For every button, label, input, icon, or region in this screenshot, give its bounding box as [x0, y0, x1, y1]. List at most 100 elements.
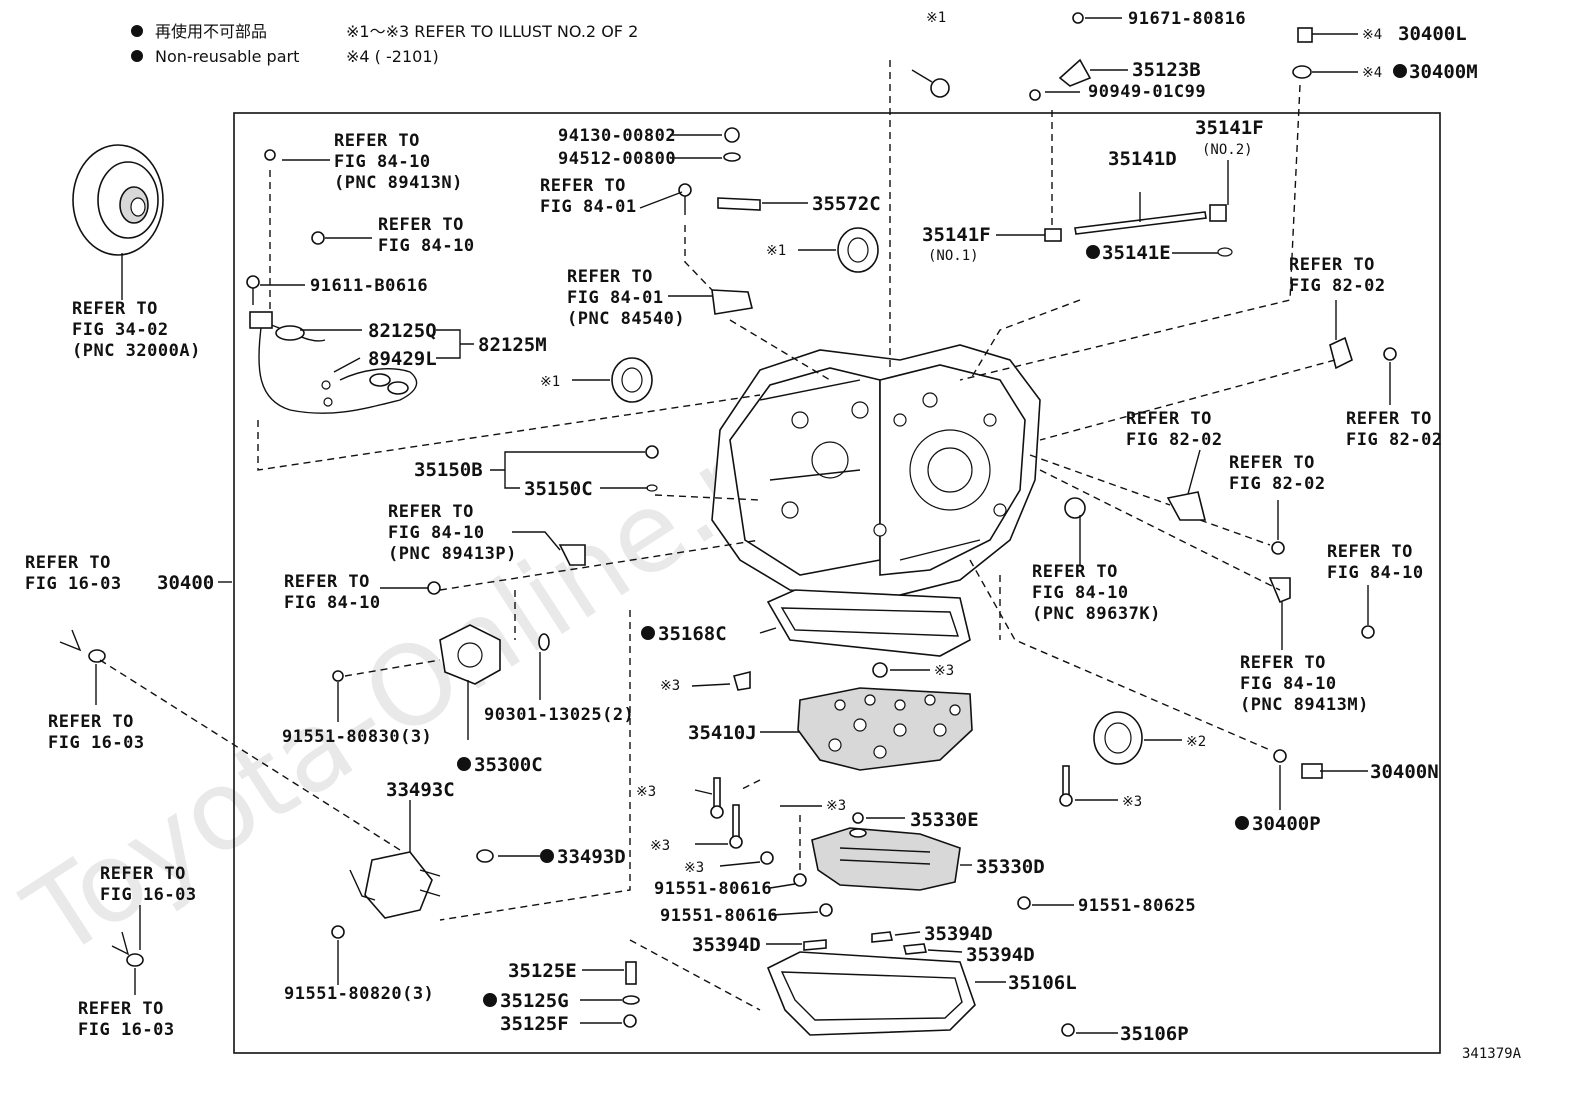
refer-line: FIG 16-03: [78, 1020, 175, 1040]
torque-converter-drawing: [72, 144, 164, 300]
part-label: 91551-80616: [660, 906, 778, 926]
part-label: 30400N: [1370, 761, 1439, 783]
refer-to-fig-84-01-84540[interactable]: REFER TO FIG 84-01 (PNC 84540): [567, 267, 685, 329]
part-label: 30400L: [1398, 23, 1467, 45]
part-note: (NO.2): [1202, 142, 1253, 158]
refer-to-fig-84-10-89413n[interactable]: REFER TO FIG 84-10 (PNC 89413N): [334, 131, 463, 193]
refer-line: REFER TO: [1240, 653, 1326, 673]
oil-seal-drawing: [611, 227, 1143, 765]
part-label: 90949-01C99: [1088, 82, 1206, 102]
part-label: 82125M: [478, 334, 547, 356]
refer-to-fig-82-02[interactable]: REFER TO FIG 82-02: [1126, 409, 1223, 450]
refer-to-fig-84-01[interactable]: REFER TO FIG 84-01: [540, 176, 637, 217]
legend-note-2: ※4 ( -2101): [346, 47, 439, 66]
part-label: 91611-B0616: [310, 276, 428, 296]
refer-to-fig-84-10-89413m[interactable]: REFER TO FIG 84-10 (PNC 89413M): [1240, 653, 1369, 715]
refer-line: (PNC 89413P): [388, 544, 517, 564]
leader-lines: [95, 17, 1391, 1034]
refer-to-fig-16-03[interactable]: REFER TO FIG 16-03: [78, 999, 175, 1040]
refer-line: FIG 84-01: [567, 288, 664, 308]
part-label: 35106L: [1008, 972, 1077, 994]
refer-line: REFER TO: [540, 176, 626, 196]
legend: 再使用不可部品 ※1～※3 REFER TO ILLUST NO.2 OF 2 …: [131, 22, 638, 66]
part-label: 35125G: [500, 990, 569, 1012]
part-label: 35394D: [692, 934, 761, 956]
refer-line: FIG 82-02: [1229, 474, 1326, 494]
part-label: 35410J: [688, 722, 757, 744]
part-label: 30400P: [1252, 813, 1321, 835]
refer-line: REFER TO: [284, 572, 370, 592]
part-label: 30400: [157, 572, 214, 594]
refer-to-fig-16-03[interactable]: REFER TO FIG 16-03: [48, 712, 145, 753]
mark-2: ※2: [1186, 734, 1206, 750]
refer-to-fig-84-10-89637k[interactable]: REFER TO FIG 84-10 (PNC 89637K): [1032, 562, 1161, 624]
part-label: 94512-00800: [558, 149, 676, 169]
refer-line: REFER TO: [1346, 409, 1432, 429]
oil-strainer-drawing: [811, 827, 961, 891]
part-label: 90301-13025(2): [484, 705, 634, 725]
refer-line: REFER TO: [48, 712, 134, 732]
transmission-case-drawing: [711, 344, 1041, 657]
mark-1: ※1: [540, 374, 560, 390]
mark-4: ※4: [1362, 27, 1382, 43]
part-label: 35141E: [1102, 242, 1171, 264]
refer-line: FIG 16-03: [25, 574, 122, 594]
refer-line: FIG 82-02: [1126, 430, 1223, 450]
shaft-drawing: [1044, 204, 1233, 257]
refer-line: FIG 84-10: [284, 593, 381, 613]
legend-label: Non-reusable part: [155, 47, 299, 66]
refer-line: REFER TO: [1126, 409, 1212, 429]
mark-3: ※3: [650, 838, 670, 854]
part-label: 35394D: [924, 923, 993, 945]
part-label: 91551-80625: [1078, 896, 1196, 916]
part-label: 33493D: [557, 846, 626, 868]
refer-to-fig-84-10[interactable]: REFER TO FIG 84-10: [378, 215, 475, 256]
oil-cooler-drawing: [349, 800, 441, 919]
refer-to-fig-16-03[interactable]: REFER TO FIG 16-03: [25, 553, 122, 594]
part-label: 35330D: [976, 856, 1045, 878]
refer-line: REFER TO: [1229, 453, 1315, 473]
part-label: 35300C: [474, 754, 543, 776]
refer-line: FIG 84-10: [334, 152, 431, 172]
part-label: 89429L: [368, 348, 437, 370]
part-label: 91671-80816: [1128, 9, 1246, 29]
refer-to-fig-16-03[interactable]: REFER TO FIG 16-03: [100, 864, 197, 905]
refer-to-fig-82-02[interactable]: REFER TO FIG 82-02: [1346, 409, 1443, 450]
refer-line: (PNC 89413N): [334, 173, 463, 193]
refer-to-fig-34-02[interactable]: REFER TO FIG 34-02 (PNC 32000A): [72, 299, 201, 361]
refer-line: (PNC 84540): [567, 309, 685, 329]
refer-line: (PNC 89413M): [1240, 695, 1369, 715]
refer-to-fig-84-10[interactable]: REFER TO FIG 84-10: [1327, 542, 1424, 583]
refer-line: REFER TO: [1327, 542, 1413, 562]
refer-line: REFER TO: [25, 553, 111, 573]
part-label: 35168C: [658, 623, 727, 645]
refer-line: REFER TO: [1032, 562, 1118, 582]
refer-line: FIG 82-02: [1289, 276, 1386, 296]
refer-to-fig-82-02[interactable]: REFER TO FIG 82-02: [1229, 453, 1326, 494]
refer-to-fig-82-02[interactable]: REFER TO FIG 82-02: [1289, 255, 1386, 296]
mark-3: ※3: [1122, 794, 1142, 810]
legend-jp-label: 再使用不可部品: [155, 22, 267, 41]
refer-line: FIG 84-10: [378, 236, 475, 256]
refer-line: REFER TO: [78, 999, 164, 1019]
part-label: 35150C: [524, 478, 593, 500]
part-label: 35141F: [1195, 117, 1264, 139]
refer-line: REFER TO: [334, 131, 420, 151]
mark-3: ※3: [934, 663, 954, 679]
refer-line: FIG 16-03: [48, 733, 145, 753]
refer-to-fig-84-10[interactable]: REFER TO FIG 84-10: [284, 572, 381, 613]
non-reusable-dot-icon: [1235, 816, 1249, 830]
solenoid-drawing: [439, 624, 550, 685]
refer-line: REFER TO: [1289, 255, 1375, 275]
figure-number: 341379A: [1462, 1046, 1522, 1062]
part-label: 91551-80830(3): [282, 727, 432, 747]
oil-pan-drawing: [766, 951, 976, 1036]
part-label: 35572C: [812, 193, 881, 215]
part-note: (NO.1): [928, 248, 979, 264]
non-reusable-dot-icon: [457, 757, 471, 771]
part-label: 35330E: [910, 809, 979, 831]
refer-to-fig-84-10-89413p[interactable]: REFER TO FIG 84-10 (PNC 89413P): [388, 502, 517, 564]
part-label: 30400M: [1409, 61, 1478, 83]
non-reusable-dot-icon: [1393, 64, 1407, 78]
refer-line: FIG 16-03: [100, 885, 197, 905]
